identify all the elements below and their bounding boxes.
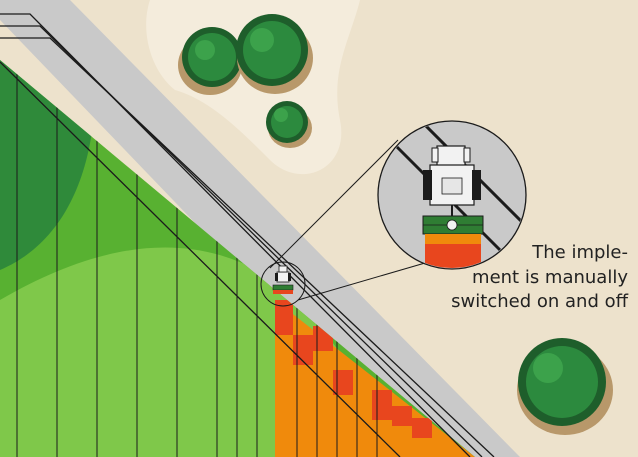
caption-line: The imple- xyxy=(532,242,628,263)
caption-line: switched on and off xyxy=(451,291,628,312)
caption-line: ment is manually xyxy=(472,266,628,288)
overlap-block xyxy=(372,390,392,420)
tractor-small-icon xyxy=(272,265,294,294)
overlap-block xyxy=(275,300,293,335)
tree-cluster xyxy=(178,14,613,435)
overlap-block xyxy=(293,335,313,365)
overlap-block xyxy=(412,418,432,438)
overlap-block xyxy=(392,406,412,426)
overlap-block xyxy=(333,370,353,395)
tractor-topview-icon xyxy=(423,145,481,216)
zoom-detail xyxy=(377,120,527,270)
zoom-callout-icon xyxy=(260,139,426,307)
seed-drill-implement-icon xyxy=(422,215,484,268)
implement-caption: The imple- ment is manually switched on … xyxy=(388,241,628,315)
guidance-lines xyxy=(0,13,495,457)
